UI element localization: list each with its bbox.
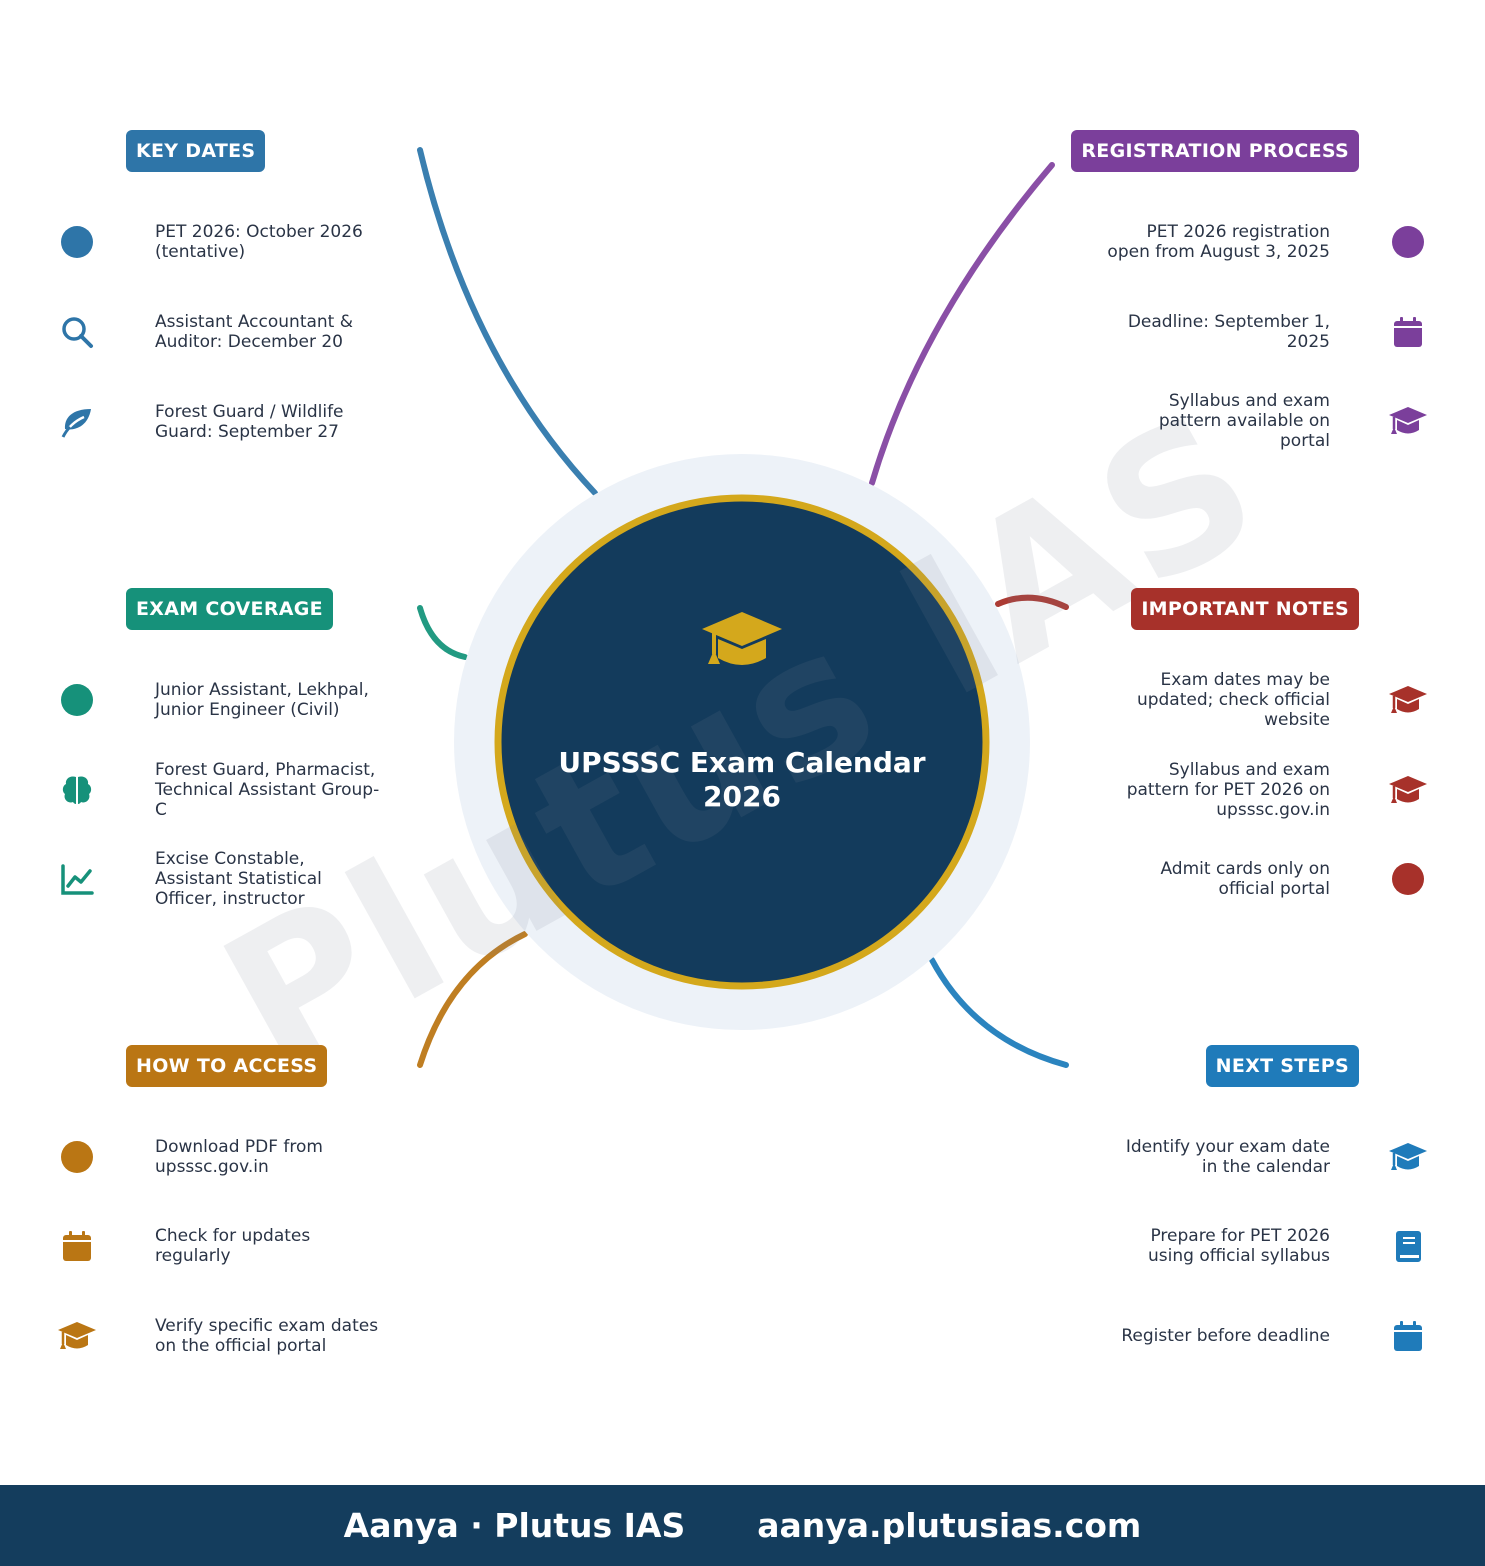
- list-item: Register before deadline: [1121, 1326, 1330, 1346]
- branch-label-next-steps: NEXT STEPS: [1205, 1045, 1359, 1087]
- list-item: Admit cards only on official portal: [1160, 859, 1330, 899]
- list-item: Forest Guard, Pharmacist, Technical Assi…: [155, 760, 380, 820]
- list-item: Download PDF from upsssc.gov.in: [155, 1137, 323, 1177]
- circle-icon: [55, 220, 99, 264]
- graduation-cap-icon: [1386, 1135, 1430, 1179]
- footer-site: aanya.plutusias.com: [757, 1506, 1142, 1545]
- center-circle: [494, 494, 990, 990]
- list-item: Prepare for PET 2026 using official syll…: [1148, 1226, 1330, 1266]
- connector-registration-process: [869, 162, 1055, 486]
- branch-label-exam-coverage: EXAM COVERAGE: [126, 588, 333, 630]
- list-item: Forest Guard / Wildlife Guard: September…: [155, 402, 344, 442]
- calendar-icon: [1386, 310, 1430, 354]
- calendar-icon: [1386, 1314, 1430, 1358]
- book-icon: [1386, 1224, 1430, 1268]
- graduation-cap-icon: [1386, 399, 1430, 443]
- footer-author: Aanya · Plutus IAS: [343, 1506, 686, 1545]
- calendar-icon: [55, 1224, 99, 1268]
- circle-icon: [55, 678, 99, 722]
- branch-label-important-notes: IMPORTANT NOTES: [1131, 588, 1359, 630]
- connector-key-dates: [417, 147, 598, 496]
- list-item: Check for updates regularly: [155, 1226, 311, 1266]
- search-icon: [55, 310, 99, 354]
- connector-exam-coverage: [417, 605, 468, 660]
- list-item: Syllabus and exam pattern for PET 2026 o…: [1126, 760, 1330, 820]
- list-item: Assistant Accountant & Auditor: December…: [155, 312, 354, 352]
- list-item: Syllabus and exam pattern available on p…: [1158, 391, 1330, 451]
- branch-label-registration-process: REGISTRATION PROCESS: [1071, 130, 1359, 172]
- circle-icon: [1386, 857, 1430, 901]
- graduation-cap-icon: [702, 612, 782, 665]
- list-item: Deadline: September 1, 2025: [1127, 312, 1330, 352]
- list-item: Junior Assistant, Lekhpal, Junior Engine…: [155, 680, 369, 720]
- circle-icon: [55, 1135, 99, 1179]
- footer: Aanya · Plutus IAS aanya.plutusias.com: [0, 1485, 1485, 1566]
- list-item: Excise Constable, Assistant Statistical …: [155, 849, 322, 909]
- list-item: PET 2026: October 2026 (tentative): [155, 222, 363, 262]
- list-item: Identify your exam date in the calendar: [1125, 1137, 1330, 1177]
- list-item: PET 2026 registration open from August 3…: [1107, 222, 1330, 262]
- list-item: Verify specific exam dates on the offici…: [155, 1316, 379, 1356]
- connector-how-to-access: [417, 931, 528, 1068]
- chart-line-icon: [55, 857, 99, 901]
- branch-label-how-to-access: HOW TO ACCESS: [126, 1045, 328, 1087]
- brain-icon: [55, 768, 99, 812]
- graduation-cap-icon: [1386, 768, 1430, 812]
- graduation-cap-icon: [55, 1314, 99, 1358]
- connector-important-notes: [995, 594, 1069, 610]
- center-title: UPSSSC Exam Calendar 2026: [558, 746, 926, 813]
- graduation-cap-icon: [1386, 678, 1430, 722]
- branch-label-key-dates: KEY DATES: [126, 130, 266, 172]
- leaf-icon: [55, 400, 99, 444]
- list-item: Exam dates may be updated; check officia…: [1136, 670, 1330, 730]
- circle-icon: [1386, 220, 1430, 264]
- connector-next-steps: [929, 957, 1069, 1068]
